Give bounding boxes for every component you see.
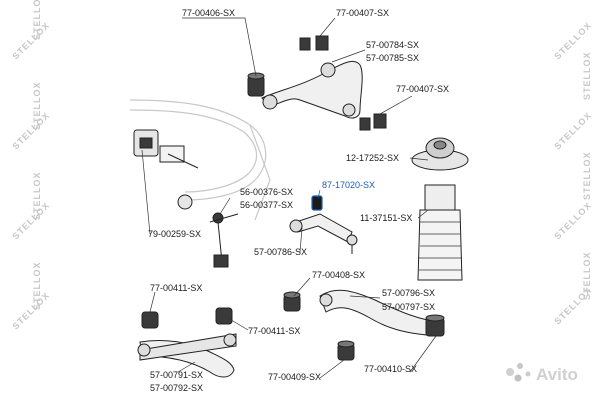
label-57-00784[interactable]: 57-00784-SX [366,40,419,50]
watermark-right-5: STELLOX [582,51,592,100]
avito-logo-text: Avito [536,365,578,384]
label-57-00792[interactable]: 57-00792-SX [150,383,203,393]
lateral-link-icon [289,213,358,254]
label-56-00376[interactable]: 56-00376-SX [240,187,293,197]
bushing-77-00411-top-icon [141,311,159,329]
bushing-77-00409-icon [337,340,355,361]
label-77-00408[interactable]: 77-00408-SX [312,270,365,280]
bushing-77-00406-icon [247,72,265,97]
watermark-left: STELLOX STELLOX STELLOX STELLOX STELLOX … [10,0,51,331]
label-57-00785[interactable]: 57-00785-SX [366,53,419,63]
watermark-left-7: STELLOX [32,171,42,220]
stabilizer-bushing-icon [133,129,199,210]
label-11-37151[interactable]: 11-37151-SX [360,213,412,223]
watermark-right: STELLOX STELLOX STELLOX STELLOX STELLOX … [552,20,593,326]
watermark-right-7: STELLOX [582,251,592,300]
watermark-left-8: STELLOX [32,261,42,310]
bushing-77-00407-mid-icon [359,113,387,131]
label-77-00411-mid[interactable]: 77-00411-SX [248,326,300,336]
lower-arm-left-icon [137,333,237,378]
label-79-00259[interactable]: 79-00259-SX [148,229,201,239]
label-56-00377[interactable]: 56-00377-SX [240,200,293,210]
highlighted-bushing-icon[interactable] [311,195,323,211]
bushing-77-00411-mid-icon [215,307,233,325]
watermark-right-2: STELLOX [552,110,593,151]
leader-lines [141,17,437,379]
label-57-00796[interactable]: 57-00796-SX [382,288,435,298]
label-87-17020[interactable]: 87-17020-SX [322,180,375,190]
upper-control-arm-icon [261,60,363,119]
label-77-00406[interactable]: 77-00406-SX [182,8,235,18]
bump-stop-icon [417,184,463,281]
bushing-77-00410-icon [425,314,445,337]
avito-logo: Avito [506,363,578,384]
label-57-00786[interactable]: 57-00786-SX [254,247,307,257]
bushing-77-00408-icon [283,291,301,312]
watermark-right-6: STELLOX [582,151,592,200]
bushing-77-00407-top-icon [299,35,329,51]
stabilizer-link-icon [209,212,239,268]
label-57-00797[interactable]: 57-00797-SX [382,302,435,312]
stabilizer-bar-icon [129,99,271,221]
label-77-00407-mid[interactable]: 77-00407-SX [396,84,449,94]
strut-mount-icon [411,137,469,171]
watermark-left-6: STELLOX [32,81,42,130]
label-77-00411-top[interactable]: 77-00411-SX [150,283,202,293]
label-77-00407-top[interactable]: 77-00407-SX [336,8,389,18]
watermark-right-3: STELLOX [552,200,593,241]
watermark-left-5: STELLOX [32,0,42,40]
label-12-17252[interactable]: 12-17252-SX [346,153,399,163]
label-57-00791[interactable]: 57-00791-SX [150,370,203,380]
label-77-00410[interactable]: 77-00410-SX [364,364,417,374]
label-77-00409[interactable]: 77-00409-SX [268,372,321,382]
